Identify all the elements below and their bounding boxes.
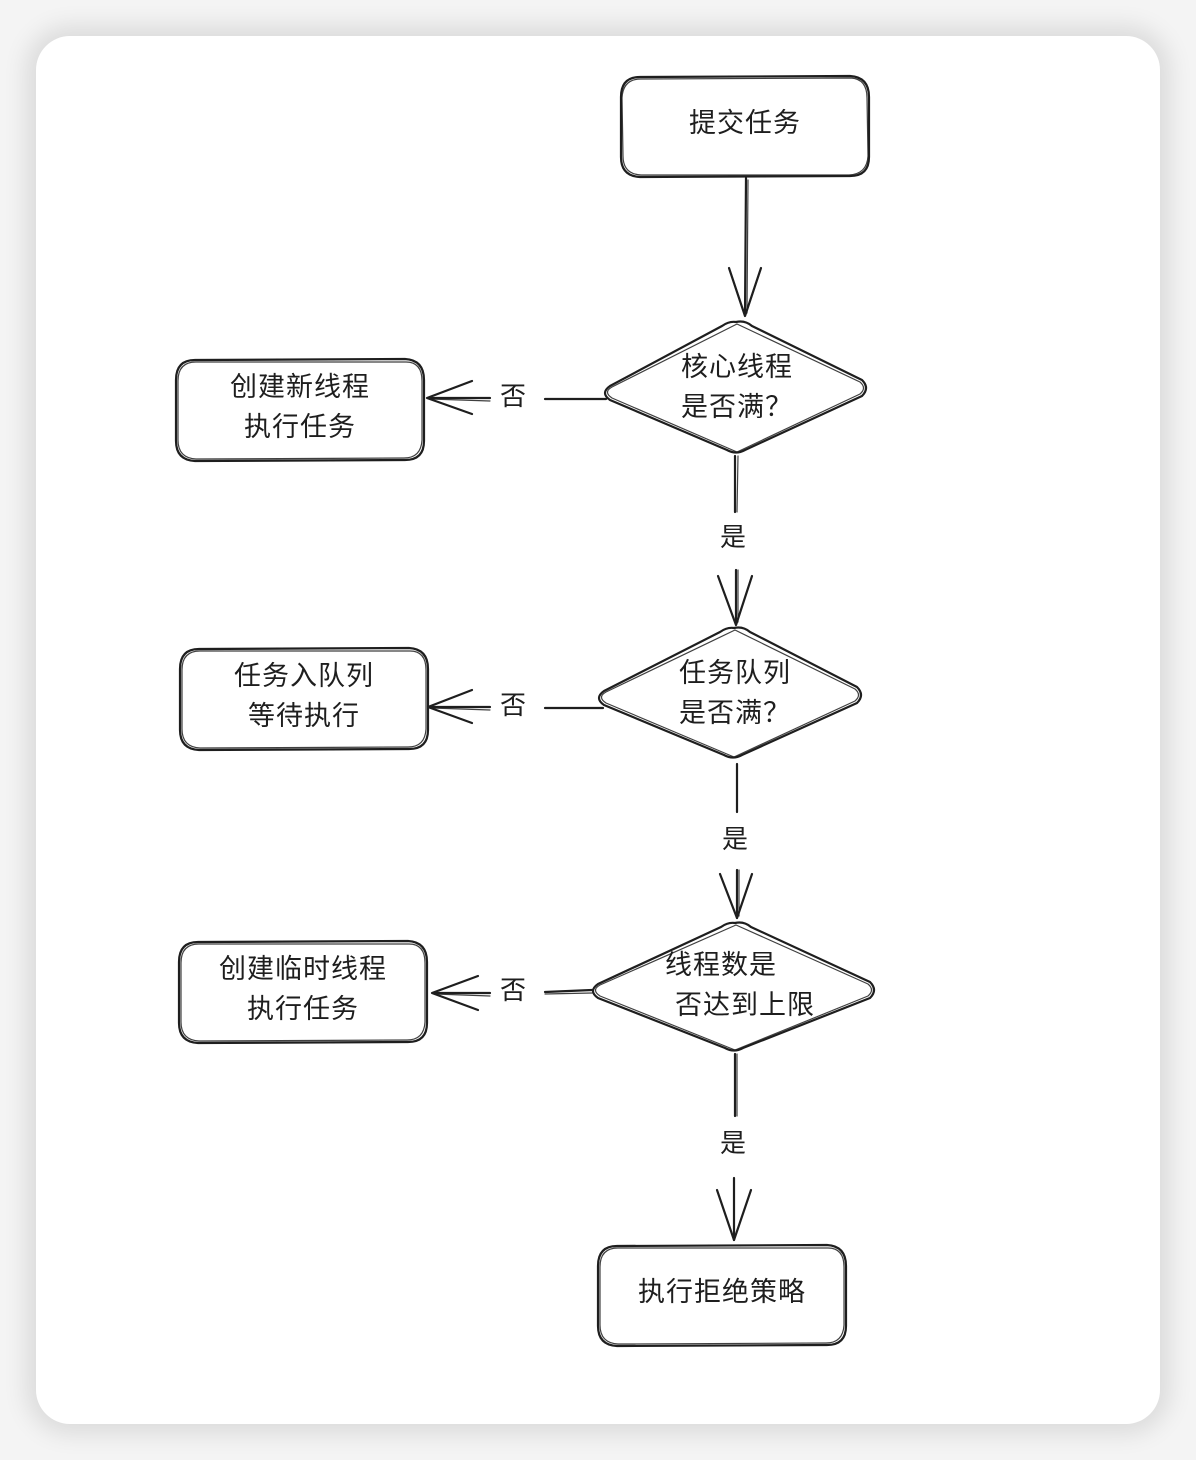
- edge-queue-full-yes: [718, 762, 754, 920]
- node-label-line: 执行任务: [244, 412, 356, 443]
- edge-label-queue-no: 否: [496, 691, 531, 721]
- node-create-core-shape[interactable]: [174, 357, 426, 463]
- node-label-line: 提交任务: [689, 108, 801, 139]
- node-core-full-shape[interactable]: [603, 320, 868, 454]
- node-label-line: 是否满？: [681, 392, 793, 423]
- node-max-reached-label: 线程数是 否达到上限: [604, 946, 866, 1026]
- node-label-line: 创建新线程: [230, 372, 370, 403]
- node-queue-full-label: 任务队列 是否满？: [604, 654, 866, 734]
- node-queue-full-shape[interactable]: [597, 626, 863, 759]
- node-label-line: 核心线程: [681, 352, 793, 383]
- node-submit-shape[interactable]: [619, 74, 871, 179]
- node-label-line: 执行拒绝策略: [638, 1277, 806, 1308]
- edge-label-max-yes: 是: [716, 1129, 751, 1159]
- node-label-line: 是否满？: [679, 698, 791, 729]
- edge-core-full-yes: [716, 454, 754, 627]
- edge-max-reached-yes: [715, 1052, 753, 1242]
- node-label-line: 任务队列: [679, 658, 791, 689]
- edge-max-reached-no: [430, 974, 594, 1012]
- edge-label-core-no: 否: [496, 382, 531, 412]
- node-label-line: 创建临时线程: [219, 954, 387, 985]
- node-label-line: 线程数是: [665, 950, 777, 981]
- node-label-line: 任务入队列: [234, 661, 374, 692]
- node-reject-shape[interactable]: [596, 1243, 848, 1348]
- node-label-line: 否达到上限: [675, 990, 815, 1021]
- edge-submit-to-core-full: [727, 176, 763, 318]
- node-reject-label: 执行拒绝策略: [598, 1273, 846, 1313]
- edge-label-core-yes: 是: [716, 523, 751, 553]
- node-core-full-label: 核心线程 是否满？: [606, 348, 868, 428]
- node-create-core-label: 创建新线程 执行任务: [176, 368, 424, 448]
- edge-label-queue-yes: 是: [718, 825, 753, 855]
- edge-queue-full-no: [426, 688, 605, 725]
- edge-label-max-no: 否: [496, 976, 531, 1006]
- node-label-line: 执行任务: [247, 994, 359, 1025]
- node-label-line: 等待执行: [248, 701, 360, 732]
- node-enqueue-label: 任务入队列 等待执行: [180, 657, 428, 737]
- node-submit-label: 提交任务: [621, 104, 869, 144]
- node-create-temp-shape[interactable]: [177, 939, 429, 1045]
- node-max-reached-shape[interactable]: [591, 921, 876, 1052]
- edge-core-full-no: [425, 379, 608, 416]
- node-create-temp-label: 创建临时线程 执行任务: [179, 950, 427, 1030]
- diagram-canvas: [36, 36, 1160, 1424]
- node-enqueue-shape[interactable]: [178, 646, 430, 752]
